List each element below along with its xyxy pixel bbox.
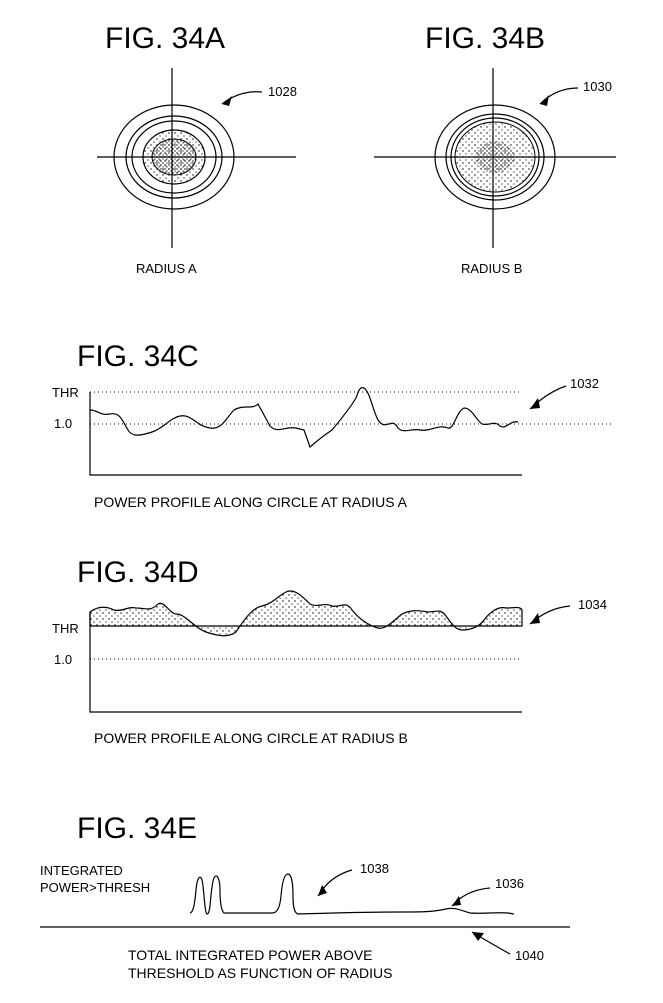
fig-34e: FIG. 34E INTEGRATED POWER>THRESH 1038 10… (40, 812, 570, 981)
fig-34a-caption: RADIUS A (136, 261, 197, 276)
fig-34d-title: FIG. 34D (77, 556, 199, 589)
fig-34d-ref-number: 1034 (578, 597, 607, 612)
fig-34d-thr-label: THR (52, 621, 79, 636)
fig-34d-arrowhead (530, 613, 540, 624)
fig-34b-arrowhead (540, 95, 549, 106)
fig-34c-one-label: 1.0 (54, 416, 72, 431)
fig-34c-thr-label: THR (52, 385, 79, 400)
fig-34b-caption: RADIUS B (461, 261, 522, 276)
fig-34d-caption: POWER PROFILE ALONG CIRCLE AT RADIUS B (94, 730, 408, 746)
fig-34e-caption-line1: TOTAL INTEGRATED POWER ABOVE (128, 947, 373, 963)
fig-34e-arrowhead-1040 (472, 932, 484, 941)
fig-34e-title: FIG. 34E (77, 812, 197, 845)
fig-34a-core (152, 139, 196, 175)
fig-34e-ylabel-line1: INTEGRATED (40, 863, 123, 878)
fig-34e-ref-1036: 1036 (495, 876, 524, 891)
fig-34c-caption: POWER PROFILE ALONG CIRCLE AT RADIUS A (94, 494, 408, 510)
fig-34b-ref-number: 1030 (583, 79, 612, 94)
fig-34b: FIG. 34B 1030 RADIUS B (374, 22, 616, 276)
fig-34c: FIG. 34C THR 1.0 1032 POWER PROFILE ALON… (52, 340, 612, 510)
fig-34a-ref-number: 1028 (268, 84, 297, 99)
fig-34b-title: FIG. 34B (425, 22, 545, 55)
fig-34d-above-threshold-area (90, 591, 522, 636)
fig-34e-arrowhead-1038 (318, 885, 327, 896)
fig-34e-arrowhead-1036 (452, 896, 461, 906)
fig-34b-core (475, 141, 515, 173)
fig-34c-power-curve (90, 388, 518, 447)
fig-34a-arrowhead (222, 96, 232, 106)
fig-34e-ylabel-line2: POWER>THRESH (40, 880, 150, 895)
fig-34d: FIG. 34D THR 1.0 1034 POWER PROFILE ALON… (52, 556, 607, 746)
fig-34c-title: FIG. 34C (77, 340, 199, 373)
fig-34c-ref-number: 1032 (570, 376, 599, 391)
fig-34c-arrowhead (530, 398, 540, 409)
fig-34e-integrated-power-curve (190, 874, 514, 914)
fig-34e-ref-1038: 1038 (360, 861, 389, 876)
fig-34d-one-label: 1.0 (54, 652, 72, 667)
fig-34a-title: FIG. 34A (105, 22, 225, 55)
fig-34e-caption-line2: THRESHOLD AS FUNCTION OF RADIUS (128, 965, 392, 981)
fig-34e-ref-1040: 1040 (515, 948, 544, 963)
fig-34c-axes (90, 392, 522, 475)
fig-34a: FIG. 34A 1028 RADIUS A (97, 22, 297, 276)
